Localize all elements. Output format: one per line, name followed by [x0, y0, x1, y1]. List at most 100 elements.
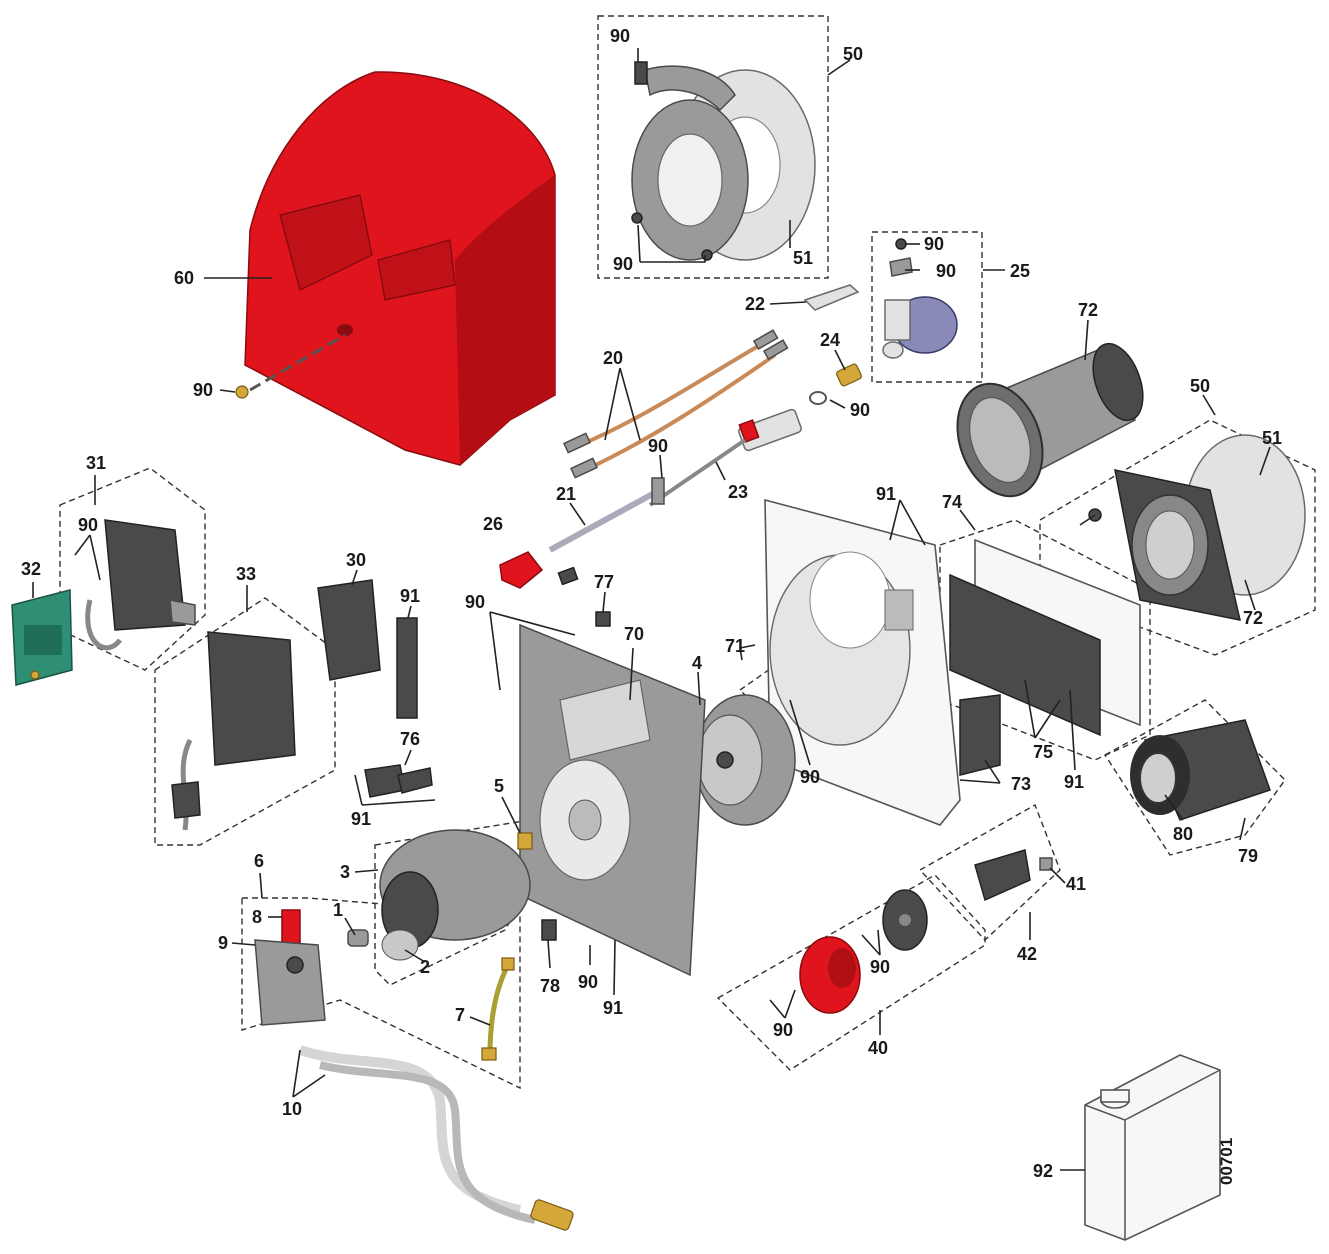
callout-90-nozzle: 90: [850, 400, 870, 420]
base-plate-part-70: [519, 566, 706, 977]
callout-80: 80: [1173, 824, 1193, 844]
group-outlines: [59, 15, 1316, 1090]
callout-25: 25: [1010, 261, 1030, 281]
callout-90-cable: 90: [648, 436, 668, 456]
capacitor-part-1: [347, 929, 369, 947]
assembly-part-25: [882, 238, 958, 359]
oil-container-part-92: [1084, 1054, 1221, 1241]
callout-5: 5: [494, 776, 504, 796]
transformer-part-33: [171, 631, 296, 831]
group-outline-31: [59, 467, 206, 671]
callout-75: 75: [1033, 742, 1053, 762]
fan-wheel-part-4: [694, 694, 796, 826]
callout-50-top: 50: [843, 44, 863, 64]
flange-part-50-right: [1088, 434, 1306, 621]
callout-4: 4: [692, 653, 702, 673]
pump-part-6: [254, 909, 326, 1026]
callout-72-right: 72: [1243, 608, 1263, 628]
group-outline-3: [374, 819, 546, 986]
callout-41: 41: [1066, 874, 1086, 894]
callout-labels: 60 90 90 50 51 90 22 90 90 25 24 90 20 9…: [21, 26, 1282, 1185]
callout-91-connector: 91: [400, 586, 420, 606]
group-outline-33: [154, 597, 336, 846]
group-outline-25: [871, 231, 983, 383]
panel-part-74: [949, 538, 1141, 776]
callout-92: 92: [1033, 1161, 1053, 1181]
small-part-77: [595, 611, 611, 627]
fan-housing: [764, 498, 961, 826]
callout-6: 6: [254, 851, 264, 871]
callout-51-top: 51: [793, 248, 813, 268]
callout-90-base: 90: [578, 972, 598, 992]
callout-24: 24: [820, 330, 840, 350]
callout-91-base: 91: [603, 998, 623, 1018]
group-outline-50-top: [597, 15, 829, 279]
group-outline-6: [241, 897, 521, 1090]
callout-2: 2: [420, 957, 430, 977]
callout-79: 79: [1238, 846, 1258, 866]
callout-31: 31: [86, 453, 106, 473]
drawing-number: 00701: [1217, 1138, 1236, 1185]
cable-part-20: [563, 329, 789, 479]
callout-7: 7: [455, 1005, 465, 1025]
callout-78: 78: [540, 976, 560, 996]
callout-90-31: 90: [78, 515, 98, 535]
cover-part-60: [244, 71, 556, 466]
callout-60: 60: [174, 268, 194, 288]
flange-part-50-top: [631, 61, 816, 261]
nozzle-cup-part-79: [1130, 719, 1271, 821]
tube-part-21: [548, 477, 665, 553]
control-box-part-32: [11, 589, 73, 686]
callout-33: 33: [236, 564, 256, 584]
plug-part-76: [364, 764, 433, 798]
electrode-part-23: [648, 408, 802, 507]
callout-22: 22: [745, 294, 765, 314]
callout-90-flange-bottom: 90: [613, 254, 633, 274]
fitting-part-5: [517, 832, 533, 850]
group-outline-79: [1104, 699, 1286, 856]
group-outline-40: [716, 874, 986, 1071]
callout-72-top: 72: [1078, 300, 1098, 320]
callout-91-panel: 91: [1064, 772, 1084, 792]
callout-90-40a: 90: [773, 1020, 793, 1040]
callout-90-25a: 90: [924, 234, 944, 254]
relay-part-30: [317, 579, 381, 681]
clip-part-26: [499, 551, 544, 589]
hose-part-10: [298, 1045, 574, 1231]
callout-20: 20: [603, 348, 623, 368]
screw-guide-line: [249, 333, 346, 392]
callout-30: 30: [346, 550, 366, 570]
callout-40: 40: [868, 1038, 888, 1058]
bracket-part-42: [974, 849, 1031, 902]
leader-lines: [32, 48, 1271, 1171]
callout-90-cover: 90: [193, 380, 213, 400]
callout-26: 26: [483, 514, 503, 534]
callout-3: 3: [340, 862, 350, 882]
bracket-part-22: [803, 284, 860, 311]
small-part-78: [541, 919, 557, 941]
callout-76: 76: [400, 729, 420, 749]
callout-42: 42: [1017, 944, 1037, 964]
group-outline-42: [918, 803, 1061, 941]
callout-70: 70: [624, 624, 644, 644]
callout-9: 9: [218, 933, 228, 953]
callout-90-25b: 90: [936, 261, 956, 281]
motor-part-3: [379, 829, 531, 961]
damper-part-40: [799, 889, 928, 1014]
callout-90-plate: 90: [465, 592, 485, 612]
group-outline-50-right: [1039, 419, 1316, 656]
screw-part-41: [1039, 857, 1053, 871]
nozzle-part-24: [809, 363, 862, 405]
oil-line-part-7: [481, 957, 515, 1061]
callout-8: 8: [252, 907, 262, 927]
callout-23: 23: [728, 482, 748, 502]
callout-71: 71: [725, 636, 745, 656]
callout-50-right: 50: [1190, 376, 1210, 396]
callout-90-flange-top: 90: [610, 26, 630, 46]
connector-part-91: [396, 617, 418, 719]
blast-tube-part-72-top: [956, 342, 1144, 498]
callout-1: 1: [333, 900, 343, 920]
callout-10: 10: [282, 1099, 302, 1119]
callout-32: 32: [21, 559, 41, 579]
